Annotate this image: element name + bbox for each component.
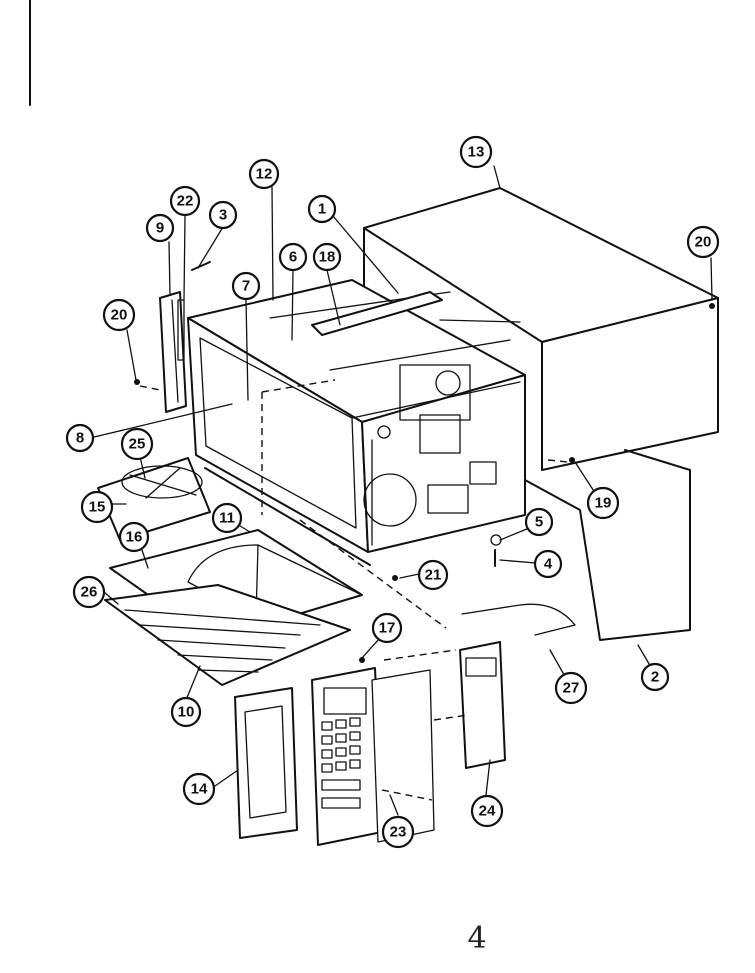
callout-label: 22 (177, 193, 194, 210)
callout-label: 16 (126, 529, 143, 546)
long-rod (204, 467, 371, 566)
filter-panel (104, 584, 351, 686)
callout-label: 20 (695, 234, 712, 251)
callout-20-right: 20 (686, 225, 720, 259)
callout-26: 26 (72, 575, 106, 609)
thermal-wire (461, 603, 576, 636)
callout-label: 20 (111, 307, 128, 324)
door-trim-panel (234, 687, 298, 839)
callout-label: 6 (289, 249, 297, 266)
callout-4: 4 (533, 549, 563, 579)
callout-label: 5 (535, 514, 543, 531)
callout-21: 21 (417, 559, 449, 591)
callout-label: 24 (479, 803, 496, 820)
callout-label: 15 (89, 499, 106, 516)
door-cover (459, 641, 506, 769)
callout-25: 25 (120, 427, 154, 461)
callout-label: 7 (242, 278, 250, 295)
stirrer-assembly (97, 457, 211, 541)
callout-label: 2 (651, 669, 659, 686)
power-cord (524, 449, 691, 641)
spring-part (191, 261, 211, 271)
screw-part (359, 657, 365, 663)
callout-7: 7 (231, 271, 261, 301)
callout-19: 19 (586, 486, 620, 520)
callout-label: 19 (595, 495, 612, 512)
page-number: 4 (467, 921, 486, 956)
callout-label: 23 (390, 824, 407, 841)
callout-3: 3 (208, 200, 238, 230)
callout-6: 6 (278, 242, 308, 272)
screw-part (569, 457, 575, 463)
callout-1: 1 (307, 194, 337, 224)
callout-label: 8 (76, 430, 84, 447)
callout-8: 8 (65, 423, 95, 453)
callout-14: 14 (182, 772, 216, 806)
callout-12: 12 (248, 158, 280, 190)
callout-label: 3 (219, 207, 227, 224)
main-chassis (187, 279, 526, 553)
callout-label: 18 (319, 249, 336, 266)
callout-23: 23 (381, 815, 415, 849)
callout-label: 1 (318, 201, 326, 218)
callout-13: 13 (459, 135, 493, 169)
callout-label: 9 (156, 220, 164, 237)
callout-17: 17 (371, 612, 403, 644)
callout-2: 2 (640, 662, 670, 692)
callout-label: 10 (178, 704, 195, 721)
callout-20-left: 20 (102, 298, 136, 332)
callout-5: 5 (524, 507, 554, 537)
callout-11: 11 (211, 502, 243, 534)
assembly-guide-lines (139, 379, 569, 801)
top-rail (311, 291, 443, 336)
callout-10: 10 (170, 696, 202, 728)
outer-cabinet (363, 187, 719, 471)
callout-label: 21 (425, 567, 442, 584)
callout-label: 13 (468, 144, 485, 161)
callout-9: 9 (145, 213, 175, 243)
callout-label: 12 (256, 166, 273, 183)
callout-label: 14 (191, 781, 208, 798)
screw-part (392, 575, 398, 581)
control-panel (311, 667, 435, 846)
callout-22: 22 (169, 185, 201, 217)
callout-label: 26 (81, 584, 98, 601)
callout-label: 27 (563, 680, 580, 697)
callout-label: 17 (379, 620, 396, 637)
callout-27: 27 (554, 671, 588, 705)
callout-label: 25 (129, 436, 146, 453)
screw-part (709, 303, 715, 309)
screw-part (134, 379, 140, 385)
callout-label: 11 (219, 510, 235, 527)
callout-label: 4 (544, 556, 553, 573)
callout-18: 18 (312, 242, 342, 272)
callout-24: 24 (470, 794, 504, 828)
front-bracket (159, 291, 187, 413)
callout-16: 16 (118, 521, 150, 553)
callout-15: 15 (80, 490, 114, 524)
